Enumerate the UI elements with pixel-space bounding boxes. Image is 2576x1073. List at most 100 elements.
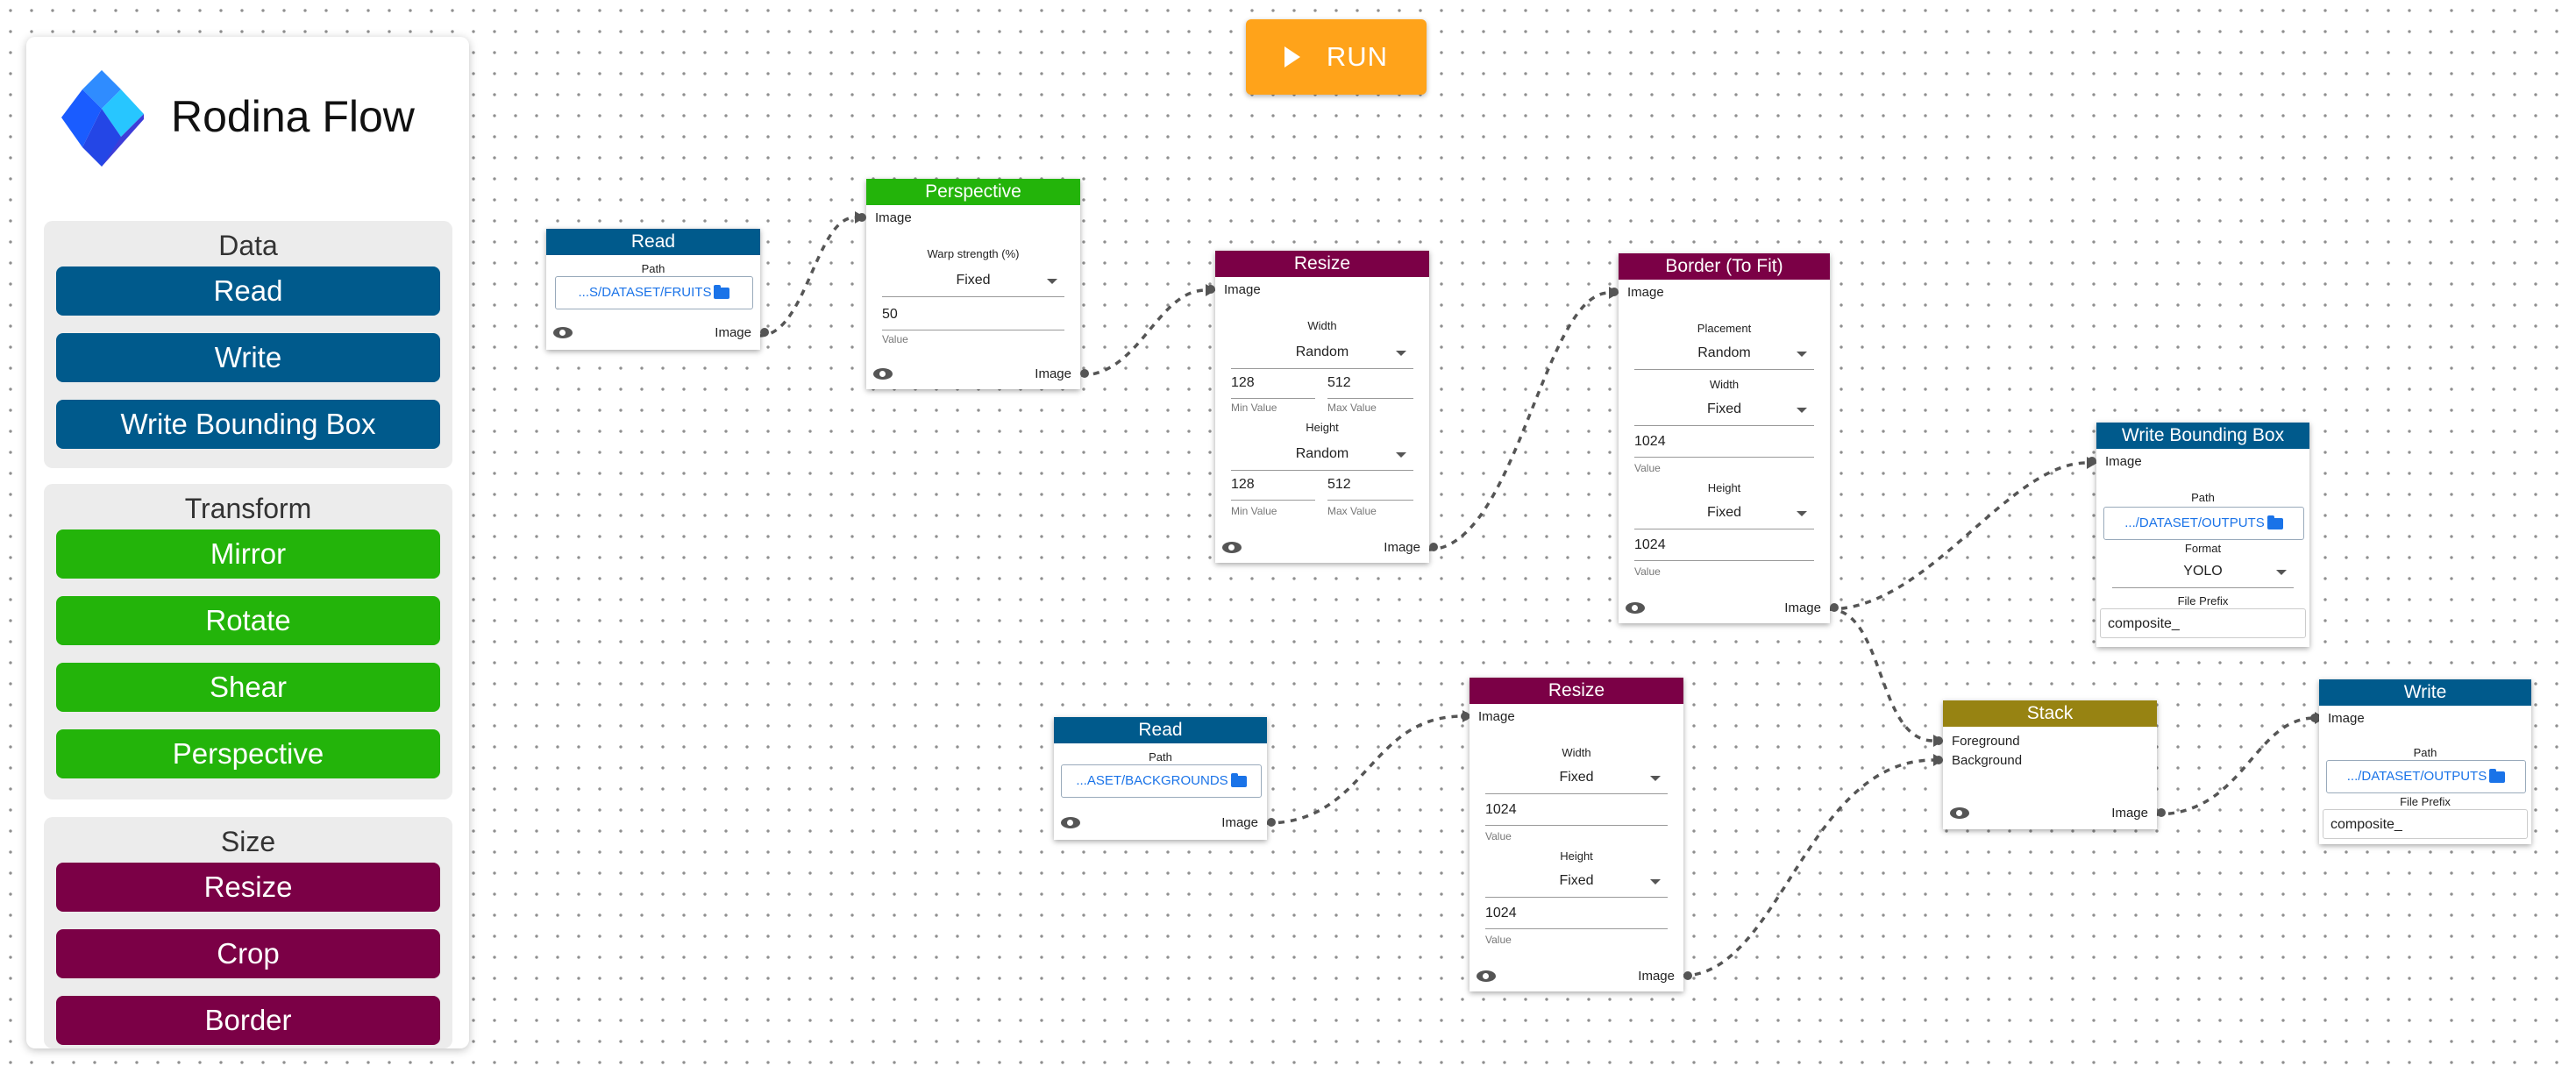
- output-port-image[interactable]: Image: [1638, 969, 1692, 984]
- height-value-input[interactable]: 1024: [1634, 530, 1814, 561]
- width-mode-select[interactable]: Fixed: [1485, 762, 1668, 794]
- path-label: Path: [2413, 746, 2437, 759]
- path-label: Path: [641, 262, 665, 275]
- width-mode-select[interactable]: Fixed: [1634, 394, 1814, 426]
- warp-strength-label: Warp strength (%): [927, 247, 1020, 260]
- path-picker[interactable]: .../DATASET/OUTPUTS: [2326, 760, 2526, 793]
- file-prefix-input[interactable]: composite_: [2100, 608, 2306, 638]
- add-perspective-button[interactable]: Perspective: [56, 729, 440, 778]
- add-crop-button[interactable]: Crop: [56, 929, 440, 978]
- height-label: Height: [1707, 481, 1741, 494]
- input-port-background[interactable]: Background: [1933, 753, 2023, 768]
- preview-eye-icon[interactable]: [1061, 817, 1080, 828]
- folder-icon: [1230, 772, 1247, 787]
- chevron-down-icon: [1396, 351, 1406, 356]
- input-port-image[interactable]: Image: [2088, 454, 2142, 469]
- node-border-to-fit[interactable]: Border (To Fit) Image Placement Random W…: [1610, 253, 1839, 623]
- width-mode-value: Fixed: [1706, 401, 1742, 416]
- node-write-bounding-box[interactable]: Write Bounding Box Image Path .../DATASE…: [2088, 423, 2309, 647]
- warp-value-input[interactable]: 50: [882, 300, 1064, 330]
- height-min-input[interactable]: 128: [1231, 470, 1315, 501]
- run-button[interactable]: RUN: [1246, 19, 1427, 95]
- warp-mode-select[interactable]: Fixed: [882, 265, 1064, 297]
- width-mode-select[interactable]: Random: [1231, 337, 1413, 369]
- node-title[interactable]: Write: [2319, 679, 2531, 706]
- node-title[interactable]: Border (To Fit): [1619, 253, 1830, 280]
- height-mode-select[interactable]: Fixed: [1634, 497, 1814, 529]
- folder-icon: [2266, 515, 2283, 529]
- preview-eye-icon[interactable]: [1626, 602, 1645, 614]
- width-label: Width: [1709, 378, 1740, 391]
- output-port-image[interactable]: Image: [1221, 815, 1276, 830]
- preview-eye-icon[interactable]: [1477, 970, 1496, 982]
- add-rotate-button[interactable]: Rotate: [56, 596, 440, 645]
- min-value-label: Min Value: [1231, 505, 1277, 517]
- preview-eye-icon[interactable]: [553, 327, 573, 338]
- output-port-image[interactable]: Image: [1384, 540, 1438, 555]
- node-resize-fixed[interactable]: Resize Image Width Fixed 1024 Value Heig…: [1461, 678, 1692, 991]
- edge-resize2-stack: [1682, 758, 1934, 977]
- width-max-input[interactable]: 512: [1327, 368, 1413, 399]
- node-write[interactable]: Write Image Path .../DATASET/OUTPUTS Fil…: [2310, 679, 2531, 844]
- min-value-label: Min Value: [1231, 401, 1277, 414]
- value-label: Value: [1485, 934, 1512, 946]
- path-picker[interactable]: ...ASET/BACKGROUNDS: [1061, 764, 1262, 798]
- add-border-button[interactable]: Border: [56, 996, 440, 1045]
- placement-select[interactable]: Random: [1634, 338, 1814, 370]
- node-title[interactable]: Perspective: [866, 179, 1080, 205]
- add-mirror-button[interactable]: Mirror: [56, 529, 440, 579]
- input-port-image[interactable]: Image: [1461, 709, 1515, 724]
- path-label: Path: [1149, 750, 1172, 764]
- edge-stack-write: [2155, 716, 2316, 816]
- node-title[interactable]: Write Bounding Box: [2096, 423, 2309, 449]
- folder-icon: [2489, 768, 2506, 783]
- height-max-input[interactable]: 512: [1327, 470, 1413, 501]
- output-port-image[interactable]: Image: [1784, 600, 1839, 615]
- width-value-input[interactable]: 1024: [1634, 427, 1814, 458]
- add-write-button[interactable]: Write: [56, 333, 440, 382]
- value-label: Value: [1634, 462, 1661, 474]
- node-resize-random[interactable]: Resize Image Width Random 128 512 Min Va…: [1206, 251, 1438, 563]
- node-title[interactable]: Stack: [1943, 700, 2157, 727]
- output-port-image[interactable]: Image: [1035, 366, 1089, 381]
- input-port-foreground[interactable]: Foreground: [1934, 734, 2020, 749]
- node-title[interactable]: Read: [1054, 717, 1267, 743]
- add-shear-button[interactable]: Shear: [56, 663, 440, 712]
- input-port-image[interactable]: Image: [1610, 285, 1664, 300]
- node-read-fruits[interactable]: Read Path ...S/DATASET/FRUITS Image: [546, 229, 769, 350]
- placement-label: Placement: [1697, 322, 1752, 335]
- input-port-image[interactable]: Image: [2310, 711, 2365, 726]
- input-port-image[interactable]: Image: [857, 210, 912, 225]
- path-label: Path: [2191, 491, 2215, 504]
- node-read-backgrounds[interactable]: Read Path ...ASET/BACKGROUNDS Image: [1054, 717, 1276, 840]
- format-select[interactable]: YOLO: [2112, 556, 2294, 588]
- preview-eye-icon[interactable]: [1950, 807, 1969, 819]
- node-title[interactable]: Resize: [1215, 251, 1429, 277]
- node-title[interactable]: Resize: [1469, 678, 1683, 704]
- add-write-bounding-box-button[interactable]: Write Bounding Box: [56, 400, 440, 449]
- add-read-button[interactable]: Read: [56, 266, 440, 316]
- sidebar: Rodina Flow Data Read Write Write Boundi…: [26, 37, 469, 1048]
- node-stack[interactable]: Stack Foreground Background Image: [1933, 700, 2166, 829]
- add-resize-button[interactable]: Resize: [56, 863, 440, 912]
- file-prefix-input[interactable]: composite_: [2323, 809, 2528, 839]
- app-title: Rodina Flow: [171, 92, 415, 141]
- node-title[interactable]: Read: [546, 229, 760, 255]
- output-port-image[interactable]: Image: [2111, 806, 2166, 821]
- height-mode-select[interactable]: Fixed: [1485, 865, 1668, 898]
- width-mode-value: Fixed: [1559, 770, 1594, 785]
- preview-eye-icon[interactable]: [873, 368, 893, 380]
- height-mode-select[interactable]: Random: [1231, 438, 1413, 471]
- height-value-input[interactable]: 1024: [1485, 899, 1668, 929]
- path-picker[interactable]: ...S/DATASET/FRUITS: [555, 276, 753, 309]
- width-value-input[interactable]: 1024: [1485, 795, 1668, 826]
- height-label: Height: [1560, 849, 1593, 863]
- node-perspective[interactable]: Perspective Image Warp strength (%) Fixe…: [857, 179, 1089, 389]
- path-picker[interactable]: .../DATASET/OUTPUTS: [2103, 507, 2304, 540]
- preview-eye-icon[interactable]: [1222, 542, 1242, 553]
- width-min-input[interactable]: 128: [1231, 368, 1315, 399]
- output-port-image[interactable]: Image: [715, 325, 769, 340]
- input-port-image[interactable]: Image: [1206, 282, 1261, 297]
- format-label: Format: [2184, 542, 2222, 555]
- height-label: Height: [1306, 421, 1339, 434]
